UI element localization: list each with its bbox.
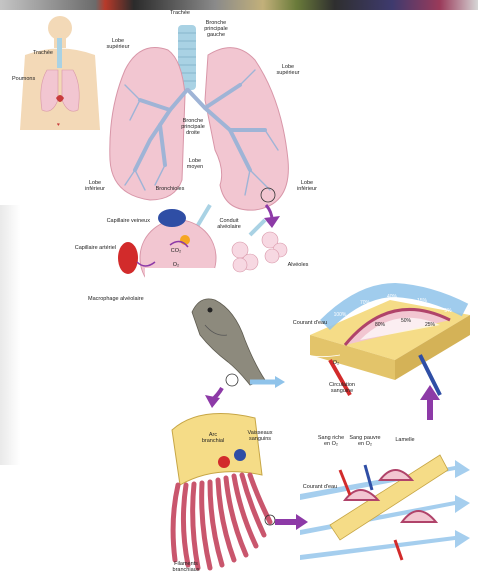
label-courant-deau-bottom: Courant d'eau [300, 484, 340, 490]
label-circulation: Circulation sanguine [322, 382, 362, 394]
label-lobe-inferieur-left: Lobe inférieur [80, 180, 110, 192]
pct-5: 5% [440, 308, 456, 314]
pct-25: 25% [422, 322, 438, 328]
lamellae-flow [300, 455, 470, 560]
label-lobe-inferieur-right: Lobe inférieur [292, 180, 322, 192]
label-lobe-moyen: Lobe moyen [180, 158, 210, 170]
label-bronche-gauche: Bronche principale gauche [198, 20, 234, 38]
pct-80: 80% [372, 322, 388, 328]
label-lamelle: Lamelle [390, 437, 420, 443]
pct-15: 15% [414, 298, 430, 304]
label-conduit-alveolaire: Conduit alvéolaire [212, 218, 246, 230]
label-courant-deau-top: Courant d'eau [290, 320, 330, 326]
label-body-trachee: Trachée [33, 50, 63, 56]
label-vaisseaux-sanguins: Vaisseaux sanguins [242, 430, 278, 442]
label-filaments-branchiaux: Filaments branchiaux [168, 561, 204, 573]
label-bronchioles: Bronchioles [150, 186, 190, 192]
label-o2-gills: O₂ [330, 360, 342, 366]
label-lobe-superieur-right: Lobe supérieur [270, 64, 306, 76]
label-body-poumons: Poumons [12, 76, 42, 82]
pct-100: 100% [332, 312, 348, 318]
pct-50: 50% [398, 318, 414, 324]
label-lobe-superieur-left: Lobe supérieur [100, 38, 136, 50]
label-sang-riche: Sang riche en O₂ [315, 435, 347, 447]
label-co2: CO₂ [168, 248, 184, 254]
label-o2-alveolus: O₂ [168, 262, 184, 268]
label-capillaire-arteriel: Capillaire artériel [66, 245, 116, 251]
gill-arch [172, 414, 308, 568]
label-sang-pauvre: Sang pauvre en O₂ [348, 435, 382, 447]
label-arc-branchial: Arc branchial [198, 432, 228, 444]
human-silhouette [20, 16, 100, 130]
fish-drawing [192, 299, 285, 408]
pct-40: 40% [384, 294, 400, 300]
label-trachee-top: Trachée [165, 10, 195, 16]
label-alveoles: Alvéoles [283, 262, 313, 268]
pct-70: 70% [357, 300, 373, 306]
label-capillaire-veineux: Capillaire veineux [100, 218, 150, 224]
label-macrophage: Macrophage alvéolaire [88, 296, 158, 302]
label-body-coeur: ♥ [57, 122, 67, 128]
label-bronche-droite: Bronche principale droite [175, 118, 211, 136]
